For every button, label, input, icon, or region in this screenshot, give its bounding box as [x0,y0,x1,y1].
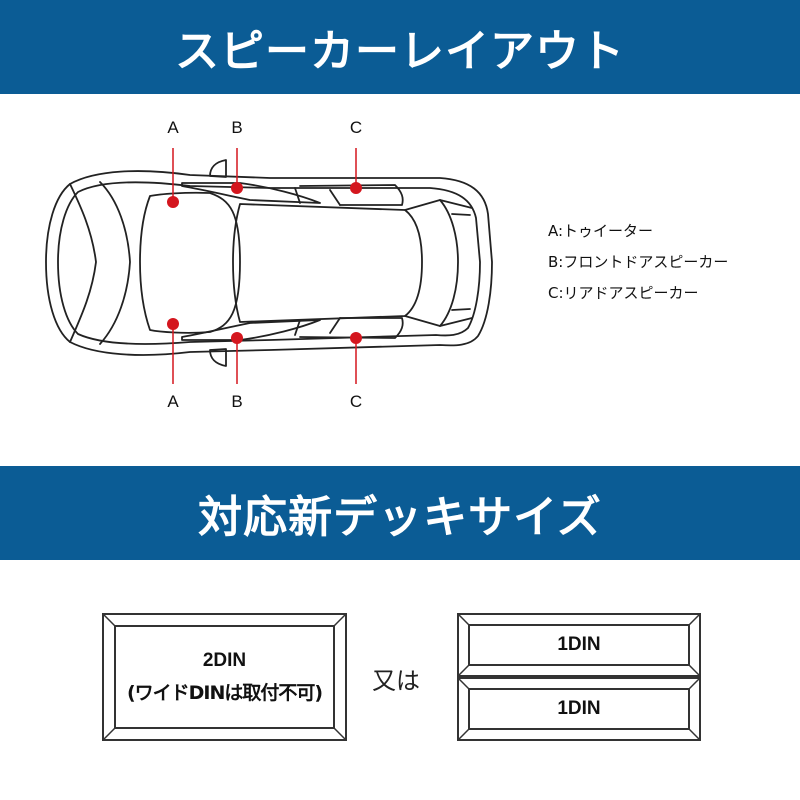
label-c-bottom: C [349,392,363,411]
panel-2din-note: (ワイドDINは取付不可) [126,681,323,704]
label-a-bottom: A [167,392,179,411]
legend-item-tweeter: A:トゥイーター [548,222,654,240]
speaker-marker-b-top [231,182,243,194]
label-b-bottom: B [231,392,243,411]
panel-1din-bottom: 1DIN [457,677,701,741]
or-separator: 又は [372,667,420,695]
label-c-top: C [349,118,363,137]
speaker-marker-a-bottom [167,318,179,330]
panel-1din-bottom-label: 1DIN [557,698,601,719]
header-band: スピーカーレイアウト [0,0,800,94]
legend-item-rear-door-speaker: C:リアドアスピーカー [548,284,699,302]
speaker-marker-a-top [167,196,179,208]
panel-1din-bottom-face: 1DIN [468,688,690,730]
page-title: スピーカーレイアウト [175,26,625,77]
car-outline-illustration [45,148,493,384]
panel-1din-top-face: 1DIN [468,624,690,666]
panel-2din-label: 2DIN [202,649,247,671]
panel-1din-top-label: 1DIN [557,634,601,655]
speaker-marker-b-bottom [231,332,243,344]
speaker-layout-diagram: A B C A B C [0,94,800,466]
panel-1din-top: 1DIN [457,613,701,677]
deck-size-title: 対応新デッキサイズ [198,492,602,543]
label-b-top: B [231,118,243,137]
speaker-marker-c-bottom [350,332,362,344]
label-a-top: A [167,118,179,137]
speaker-legend: A:トゥイーター B:フロントドアスピーカー C:リアドアスピーカー [548,216,728,309]
panel-2din-face: 2DIN (ワイドDINは取付不可) [114,625,335,729]
panel-2din: 2DIN (ワイドDINは取付不可) [102,613,347,741]
legend-item-front-door-speaker: B:フロントドアスピーカー [548,253,729,271]
deck-size-band: 対応新デッキサイズ [0,466,800,560]
speaker-marker-c-top [350,182,362,194]
